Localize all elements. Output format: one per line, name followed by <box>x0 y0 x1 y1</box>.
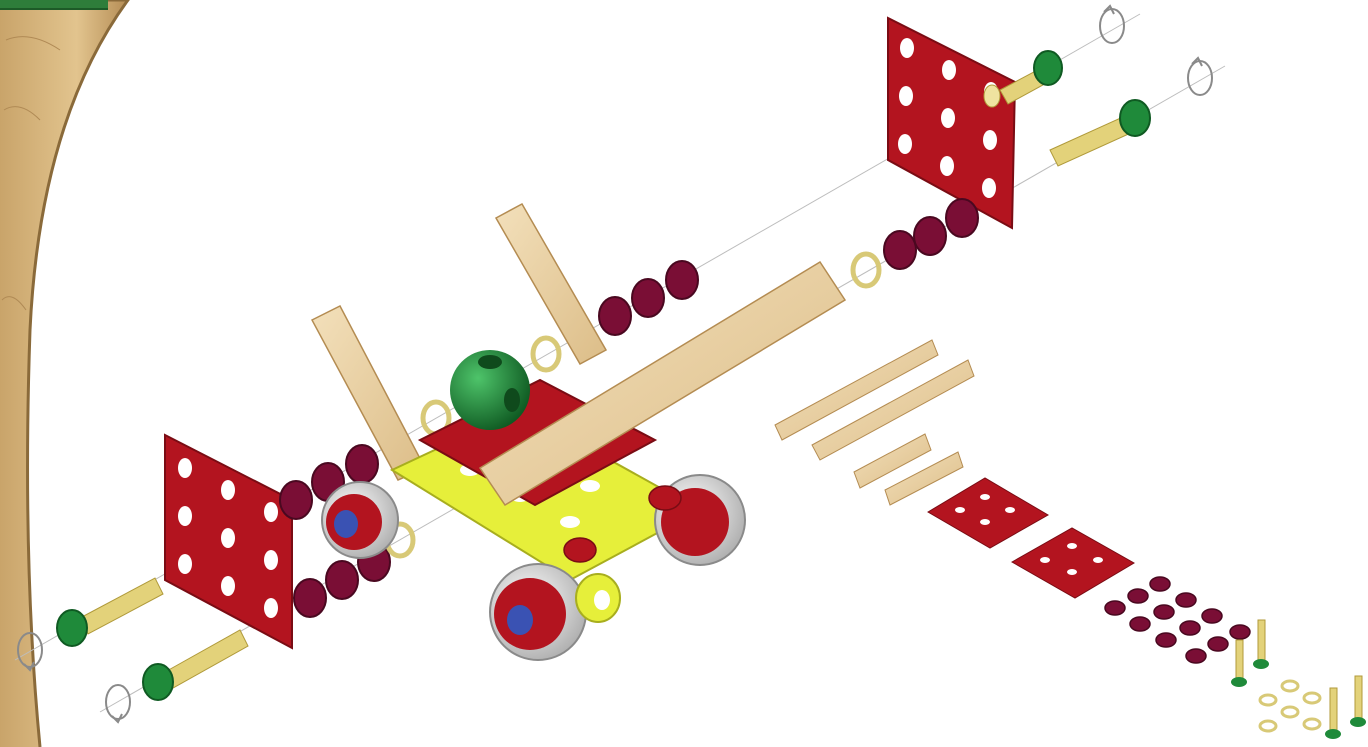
red-perforated-plate-right <box>888 18 1015 228</box>
spare-square-plate <box>928 478 1048 548</box>
green-nut-screw-left-top <box>57 578 163 646</box>
assembly-axis-lines <box>15 14 1225 712</box>
spare-screws <box>1231 620 1366 739</box>
spare-spacers <box>1105 577 1250 663</box>
yellow-connector-cube <box>576 574 620 622</box>
spacer-stack-right <box>884 199 978 269</box>
red-perforated-plate-left <box>165 435 292 648</box>
green-connector-cube <box>450 350 530 430</box>
parts-tray <box>775 340 1366 739</box>
green-nut-screw-left-bottom <box>143 630 248 700</box>
spacer-stack-middle <box>599 261 698 335</box>
wheel-front-left <box>490 564 586 660</box>
wheel-rear-left <box>322 482 398 558</box>
spare-square-plate <box>1012 528 1134 598</box>
green-nut-screw-right-bottom <box>1050 100 1150 166</box>
spare-washers <box>1260 681 1320 731</box>
